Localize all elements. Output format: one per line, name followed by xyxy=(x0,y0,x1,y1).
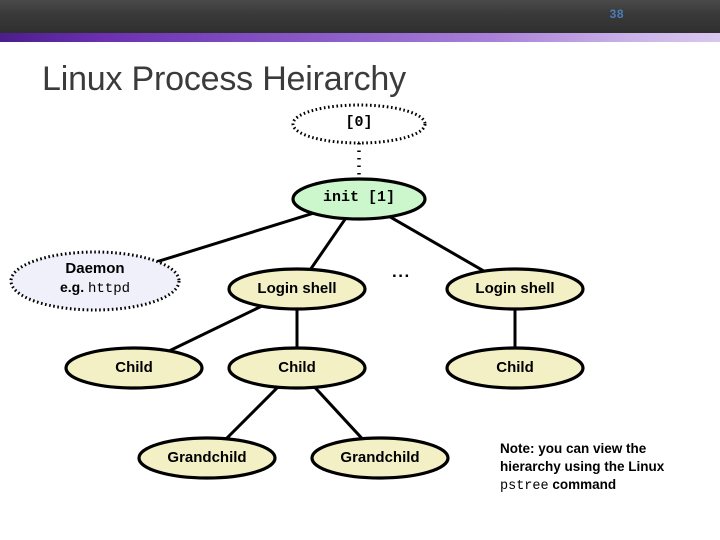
page-title: Linux Process Heirarchy xyxy=(42,60,406,98)
note-command: pstree xyxy=(500,478,549,494)
node-layer xyxy=(9,103,585,480)
node-shell-right[interactable] xyxy=(445,267,585,311)
slide-header-bar xyxy=(0,0,720,33)
node-shell-left[interactable] xyxy=(227,267,367,311)
node-daemon[interactable] xyxy=(9,250,181,312)
note-line-2: hierarchy using the Linux xyxy=(500,458,665,474)
note-line-3-tail: command xyxy=(548,476,617,492)
edge-child-mid-to-grand-left xyxy=(225,386,279,440)
edge-init-to-daemon xyxy=(157,211,314,264)
node-init[interactable] xyxy=(291,177,427,221)
edge-layer xyxy=(157,143,517,440)
node-child-mid[interactable] xyxy=(227,346,367,390)
page-number: 38 xyxy=(609,7,624,21)
node-child-left[interactable] xyxy=(64,346,204,390)
edge-child-mid-to-grand-right xyxy=(313,386,364,440)
node-grand-left[interactable] xyxy=(137,436,277,480)
note-text: Note: you can view the hierarchy using t… xyxy=(500,440,705,495)
node-grand-right[interactable] xyxy=(310,436,450,480)
node-child-right[interactable] xyxy=(445,346,585,390)
note-line-1: Note: you can view the xyxy=(500,441,647,456)
ellipsis-icon: ... xyxy=(392,262,411,281)
node-root[interactable] xyxy=(291,103,427,145)
edge-shell-left-to-child-left xyxy=(168,304,263,353)
accent-band xyxy=(0,33,720,42)
edge-init-to-shell-left xyxy=(309,217,347,271)
edge-init-to-shell-right xyxy=(388,215,485,273)
